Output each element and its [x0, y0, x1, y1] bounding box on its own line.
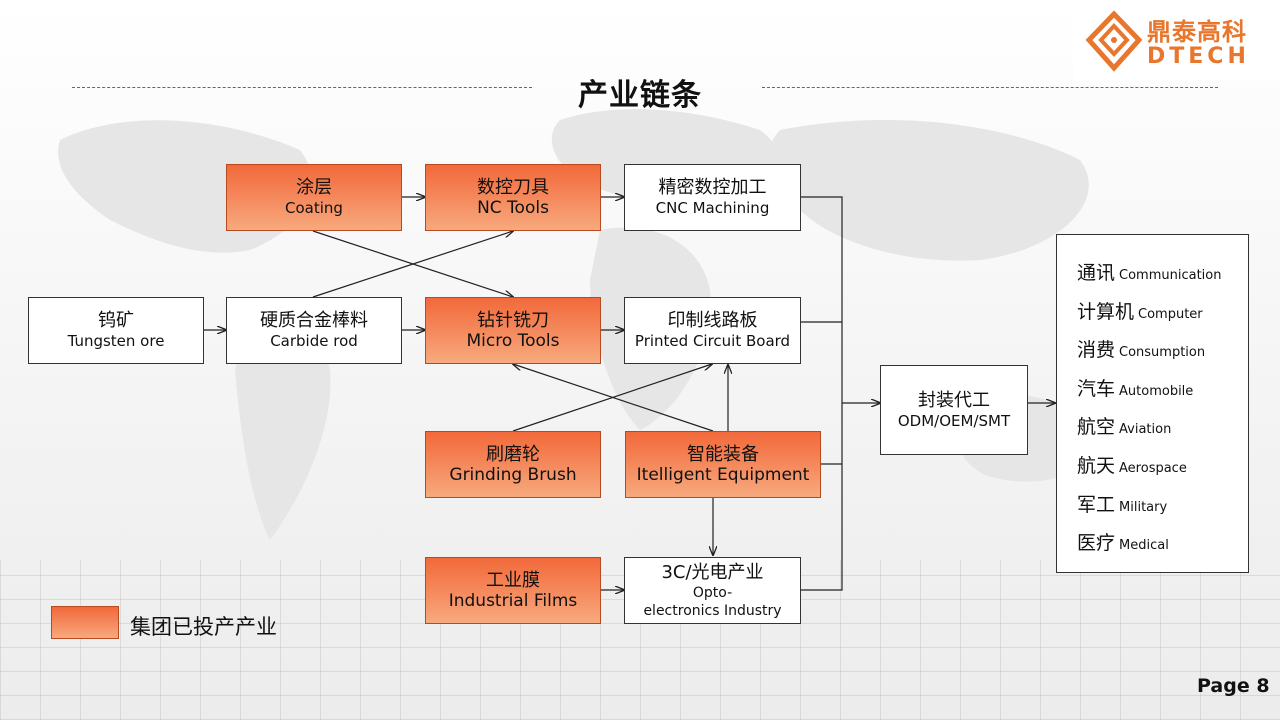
app-label-en: Communication [1119, 268, 1222, 283]
bus-to-packaging [801, 196, 843, 591]
title-rule-right [762, 87, 1218, 88]
node-label-en: Opto- [692, 584, 733, 601]
node-label-en: Grinding Brush [449, 465, 577, 485]
node-tungsten-ore: 钨矿 Tungsten ore [28, 297, 204, 364]
node-label-en: electronics Industry [643, 602, 782, 619]
app-label-cn: 医疗 [1077, 532, 1116, 555]
node-intelligent-equipment: 智能装备 Itelligent Equipment [625, 431, 821, 498]
app-label-cn: 航天 [1077, 454, 1116, 477]
node-label-en: CNC Machining [655, 199, 770, 217]
node-printed-circuit-board: 印制线路板 Printed Circuit Board [624, 297, 801, 364]
legend-swatch [51, 606, 119, 639]
node-label-en: Carbide rod [270, 332, 358, 350]
app-label-cn: 汽车 [1077, 377, 1116, 400]
node-label-cn: 钻针铣刀 [477, 310, 549, 331]
node-label-en: Itelligent Equipment [636, 465, 810, 485]
node-label-cn: 刷磨轮 [486, 444, 540, 465]
app-label-en: Military [1119, 499, 1168, 515]
node-label-en: Coating [285, 199, 343, 217]
node-label-cn: 印制线路板 [667, 310, 758, 331]
company-logo: 鼎泰高科 DTECH [1073, 0, 1280, 80]
legend-label: 集团已投产产业 [130, 615, 277, 639]
app-label-en: Automobile [1119, 383, 1194, 399]
node-label-en: Tungsten ore [67, 332, 165, 350]
node-cnc-machining: 精密数控加工 CNC Machining [624, 164, 801, 231]
app-label-en: Consumption [1119, 345, 1206, 361]
node-grinding-brush: 刷磨轮 Grinding Brush [425, 431, 601, 498]
logo-mark-icon [1085, 10, 1143, 72]
node-opto-electronics: 3C/光电产业 Opto- electronics Industry [624, 557, 801, 624]
app-label-cn: 计算机 [1077, 300, 1135, 323]
node-micro-tools: 钻针铣刀 Micro Tools [425, 297, 601, 364]
node-label-cn: 数控刀具 [477, 177, 549, 198]
node-label-en: Industrial Films [448, 591, 578, 611]
node-label-en: Printed Circuit Board [634, 332, 791, 350]
node-nc-tools: 数控刀具 NC Tools [425, 164, 601, 231]
title-rule-left [72, 87, 532, 88]
app-label-en: Aviation [1119, 422, 1172, 438]
node-label-en: NC Tools [477, 198, 549, 218]
node-label-en: Micro Tools [466, 331, 560, 351]
page-title: 产业链条 [578, 78, 702, 113]
edge-equipment-micro [513, 364, 714, 432]
node-industrial-films: 工业膜 Industrial Films [425, 557, 601, 624]
app-label-en: Medical [1119, 538, 1169, 554]
app-label-cn: 消费 [1077, 339, 1116, 362]
app-label-cn: 航空 [1077, 416, 1116, 439]
node-coating: 涂层 Coating [226, 164, 402, 231]
logo-english-name: DTECH [1147, 44, 1250, 69]
node-label-cn: 精密数控加工 [658, 177, 767, 198]
node-label-cn: 3C/光电产业 [661, 561, 764, 583]
edge-carbide-nc [312, 231, 513, 298]
node-label-cn: 钨矿 [98, 310, 134, 331]
logo-chinese-name: 鼎泰高科 [1147, 18, 1247, 46]
page-number: Page 8 [1197, 675, 1270, 697]
node-carbide-rod: 硬质合金棒料 Carbide rod [226, 297, 402, 364]
node-label-cn: 工业膜 [486, 570, 540, 591]
node-label-cn: 硬质合金棒料 [260, 310, 368, 331]
node-label-en: ODM/OEM/SMT [897, 411, 1011, 430]
node-label-cn: 封装代工 [918, 389, 990, 411]
app-label-cn: 军工 [1077, 493, 1116, 516]
app-label-en: Aerospace [1119, 460, 1187, 476]
node-label-cn: 智能装备 [687, 444, 759, 465]
app-label-cn: 通讯 [1077, 262, 1116, 284]
node-label-cn: 涂层 [296, 177, 332, 198]
node-packaging: 封装代工 ODM/OEM/SMT [880, 365, 1028, 455]
app-label-en: Computer [1138, 306, 1203, 322]
